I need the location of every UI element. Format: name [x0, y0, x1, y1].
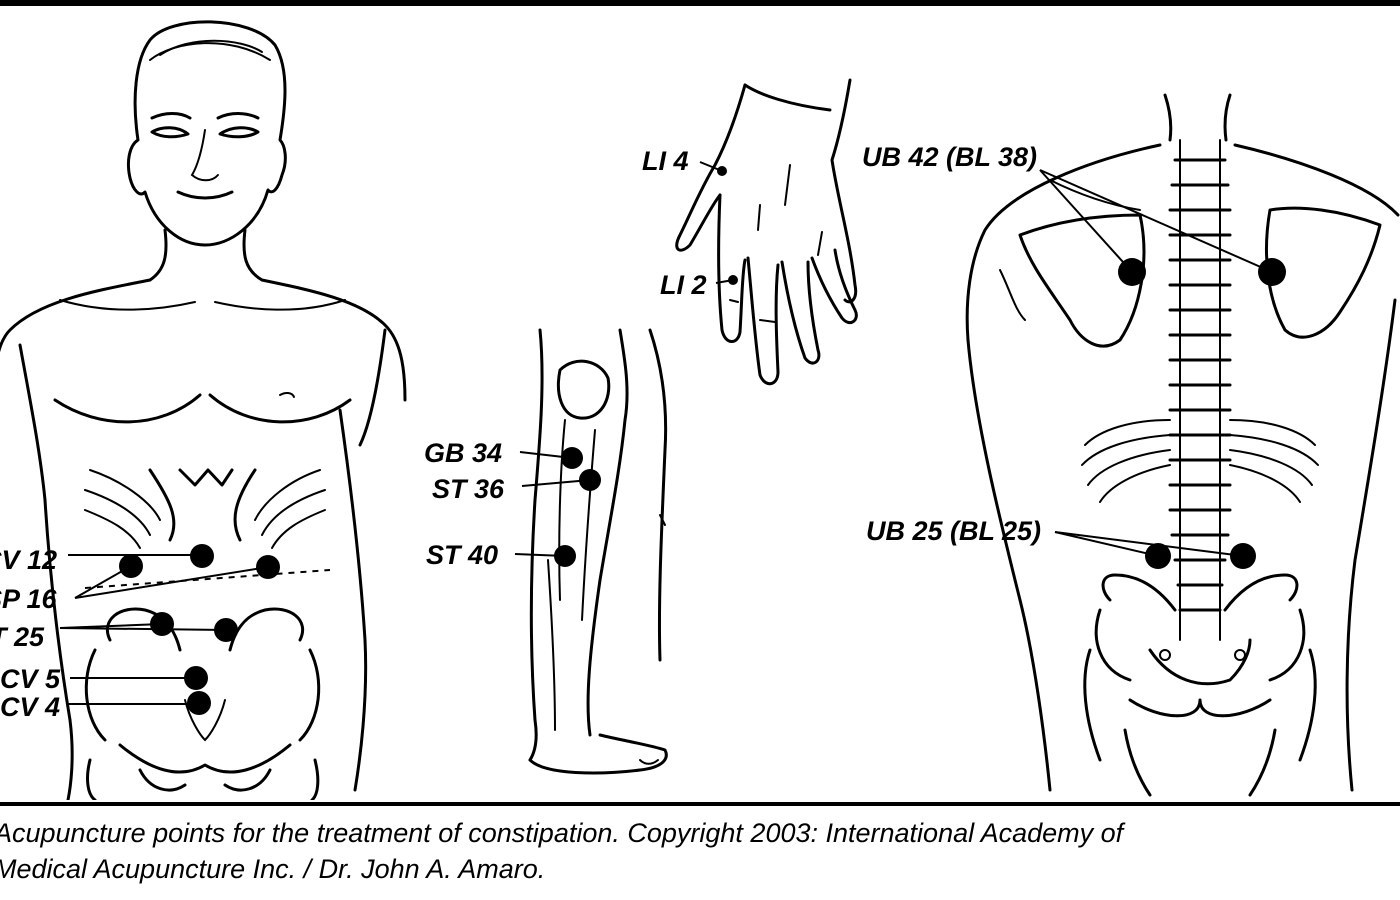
label-ub42: UB 42 (BL 38): [862, 142, 1037, 172]
figure-caption-line-1: Acupuncture points for the treatment of …: [0, 818, 1124, 848]
hand-figure: [675, 78, 858, 386]
label-sp16: SP 16: [0, 584, 58, 614]
label-cv5: CV 5: [0, 664, 61, 694]
point-labels: CV 12 SP 16 ST 25 CV 5 CV 4 GB 34 ST 36 …: [0, 142, 1041, 722]
spine: [1168, 139, 1232, 641]
label-li2: LI 2: [660, 270, 707, 300]
acupuncture-illustration: CV 12 SP 16 ST 25 CV 5 CV 4 GB 34 ST 36 …: [0, 20, 1400, 800]
label-st36: ST 36: [432, 474, 505, 504]
label-ub25: UB 25 (BL 25): [866, 516, 1041, 546]
caption-divider: [0, 802, 1400, 806]
leader-lines: [59, 161, 1273, 705]
back-torso-figure: [965, 93, 1400, 797]
label-gb34: GB 34: [424, 438, 502, 468]
label-cv12: CV 12: [0, 545, 57, 575]
front-torso-figure: [0, 20, 407, 800]
label-st25: ST 25: [0, 622, 45, 652]
label-cv4: CV 4: [0, 692, 60, 722]
lower-leg-figure: [528, 328, 668, 775]
label-li4: LI 4: [642, 146, 689, 176]
label-st40: ST 40: [426, 540, 498, 570]
figure-caption-line-2: Medical Acupuncture Inc. / Dr. John A. A…: [0, 854, 546, 884]
top-border: [0, 0, 1400, 6]
